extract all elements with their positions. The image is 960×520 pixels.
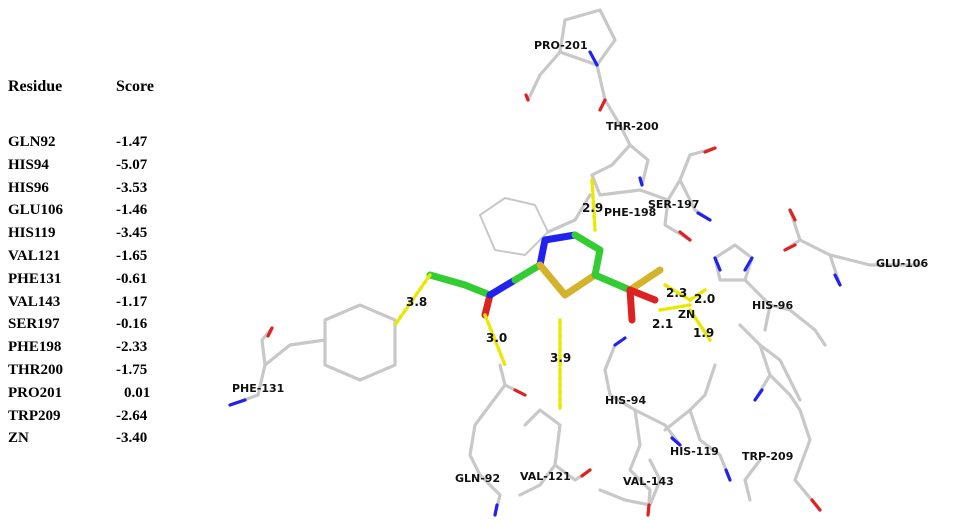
label-zn: ZN: [678, 308, 695, 321]
residue-score: -5.07: [116, 156, 148, 173]
score-header: Score: [116, 78, 154, 95]
residue-name: HIS96: [8, 179, 49, 196]
residue-score: 0.01: [124, 384, 151, 401]
residue-name: GLU106: [8, 202, 64, 219]
residue-name: SER197: [8, 316, 60, 333]
residue-score: -1.47: [116, 134, 148, 150]
label-phe131: PHE-131: [232, 382, 284, 395]
residue-labels: PRO-201 THR-200 PHE-198 SER-197 GLU-106 …: [232, 39, 928, 488]
distance-zn-d: 1.9: [693, 326, 714, 340]
label-his119: HIS-119: [670, 445, 719, 458]
protein-heteroatoms: [228, 50, 842, 517]
ligand: [426, 231, 664, 324]
label-his94: HIS-94: [605, 394, 646, 407]
residue-header: Residue: [8, 78, 63, 95]
label-val121: VAL-121: [520, 470, 571, 483]
residue-name: ZN: [8, 430, 29, 447]
residue-score: -1.17: [116, 293, 148, 310]
residue-score: -3.45: [116, 225, 148, 242]
residue-score: -3.40: [116, 430, 148, 447]
distance-thr200: 2.9: [582, 201, 603, 215]
residue-name: THR200: [8, 362, 64, 378]
label-thr200: THR-200: [606, 120, 659, 133]
distance-phe131: 3.8: [406, 295, 427, 309]
residue-score: -1.75: [116, 362, 148, 378]
label-val143: VAL-143: [623, 475, 674, 488]
residue-score: -3.53: [116, 179, 148, 196]
residue-score: -0.16: [116, 316, 148, 333]
residue-score: -2.33: [116, 339, 148, 356]
residue-name: GLN92: [8, 134, 56, 150]
protein-residues: [228, 8, 922, 517]
residue-name: VAL121: [8, 248, 61, 264]
label-ser197: SER-197: [648, 198, 699, 211]
residue-name: PHE131: [8, 270, 62, 287]
distance-gln92: 3.0: [486, 331, 507, 345]
distance-zn-b: 2.0: [694, 292, 715, 306]
residue-score: -1.46: [116, 202, 148, 219]
residue-score: -2.64: [116, 407, 148, 424]
label-trp209: TRP-209: [742, 450, 793, 463]
residue-name: PRO201: [8, 384, 63, 401]
label-pro201: PRO-201: [534, 39, 588, 52]
distance-zn-a: 2.3: [666, 286, 687, 300]
distance-lines: [393, 178, 712, 412]
residue-name: HIS119: [8, 225, 56, 242]
distance-val121: 3.9: [550, 351, 571, 365]
distance-zn-c: 2.1: [652, 317, 673, 331]
residue-name: PHE198: [8, 339, 62, 356]
distance-labels: 3.8 3.0 3.9 2.9 2.3 2.0 2.1 1.9: [406, 201, 715, 365]
residue-name: VAL143: [8, 293, 61, 310]
label-glu106: GLU-106: [876, 257, 928, 270]
residue-score: -0.61: [116, 270, 148, 287]
label-gln92: GLN-92: [455, 472, 500, 485]
residue-name: HIS94: [8, 156, 49, 173]
label-his96: HIS-96: [752, 299, 793, 312]
label-phe198: PHE-198: [604, 206, 656, 219]
residue-score: -1.65: [116, 248, 148, 264]
residue-name: TRP209: [8, 407, 61, 424]
